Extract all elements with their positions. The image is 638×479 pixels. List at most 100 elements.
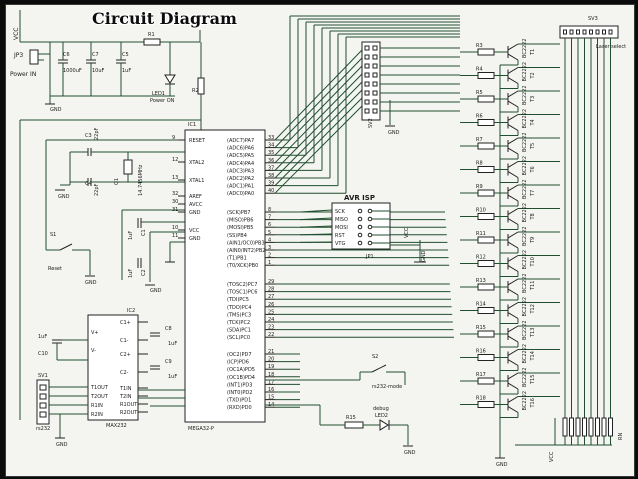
ladder-transistor-label: T10 [530, 257, 536, 267]
mcu-right-pin-label: (INT1)PD3 [227, 382, 252, 388]
mcu-right-pin-number: 8 [268, 207, 271, 213]
mcu-left-pin-label: VCC [189, 228, 200, 234]
mcu-left-pin-number: 13 [172, 175, 178, 181]
max232-right-pin-label: R1OUT [120, 402, 138, 408]
c1-label: C1 [141, 229, 147, 236]
ladder-resistor-label: R16 [476, 349, 486, 355]
s1-label: S1 [50, 232, 56, 238]
c6-label: C6 [63, 52, 70, 58]
mcu-right-pin-number: 26 [268, 302, 274, 308]
ladder-resistor-label: R12 [476, 255, 486, 261]
c3-label: C3 [85, 133, 92, 139]
mcu-right-pin-label: (SCL)PC0 [227, 335, 250, 341]
gnd-label-3: GND [150, 288, 162, 294]
vcc-label-1: VCC [13, 28, 20, 40]
ladder-resistor [477, 166, 495, 173]
led2-label: LED2 [375, 413, 388, 419]
ladder-transistor-type: BC2222 [522, 297, 528, 317]
mcu-right-pin-number: 3 [268, 245, 271, 251]
sv2-connector: SV2 GND [361, 41, 460, 136]
ladder-transistor-label: T8 [530, 213, 536, 220]
ladder-resistor-label: R10 [476, 208, 486, 214]
ladder-resistor [477, 95, 495, 103]
ladder-transistor-label: T9 [530, 237, 536, 244]
c2-label: C2 [141, 269, 147, 276]
c7-value: 10uF [92, 68, 105, 74]
ladder-transistor-type: BC2222 [522, 179, 528, 199]
ladder-resistor-label: R11 [476, 231, 486, 237]
mcu-left-pin-label: GND [189, 236, 201, 242]
ladder-transistor-label: T15 [530, 375, 536, 385]
ladder-transistor-label: T2 [530, 72, 536, 79]
sv2-label: SV2 [368, 118, 374, 128]
gnd-label-2: GND [58, 194, 70, 200]
ladder-transistor-type: BC2222 [522, 132, 528, 152]
isp-title: AVR ISP [344, 194, 375, 202]
ladder-transistor-label: T13 [530, 328, 536, 338]
sv1-connector: SV1 rs232 GND [36, 373, 185, 448]
ladder-resistor-label: R5 [476, 90, 483, 96]
mcu-right-pin-label: (ADC1)PA1 [227, 184, 254, 190]
mcu-right-pin-label: (TCK)PC2 [227, 320, 250, 326]
max232-right-pin-label: T2IN [119, 394, 132, 400]
max232-right-pin-label: C2+ [120, 352, 131, 358]
isp-pin-label: RST [335, 233, 346, 239]
ladder-resistor-label: R13 [476, 278, 486, 284]
mcu-right-pin-label: (ADC3)PA3 [227, 168, 254, 174]
c3-value: 22pF [94, 127, 100, 140]
mcu-right-pin-label: (RXD)PD0 [227, 405, 252, 411]
ladder-resistor [477, 213, 495, 220]
laser-select-label: Laser select [596, 44, 626, 50]
max232-right-pin-label: C1+ [120, 320, 131, 326]
ladder-transistor-label: T12 [530, 304, 536, 314]
rn-element [601, 417, 607, 437]
power-on-label: Power ON [150, 98, 175, 104]
ladder-resistor [477, 142, 495, 150]
mcu-right-pin-label: (T0/XCK)PB0 [227, 263, 258, 269]
rn-element [588, 417, 594, 437]
mcu-right-pin-label: (TOSC2)PC7 [227, 282, 257, 288]
c8-label: C8 [165, 326, 172, 332]
isp-pin-label: MOSI [335, 225, 348, 231]
ladder-transistor-label: T14 [530, 351, 536, 361]
isp-pin-label: VTG [335, 241, 345, 247]
ladder-resistor [477, 119, 495, 126]
sv2-body [361, 41, 381, 121]
jp3-label: JP3 [13, 52, 23, 59]
mcu-right-pin-number: 15 [268, 395, 274, 401]
isp-ref: JP1 [365, 254, 374, 260]
mcu-right-pin-label: (ADC6)PA6 [227, 146, 254, 152]
rn-element [575, 417, 581, 437]
mcu-right-pin-label: (OC1A)PD5 [227, 367, 255, 373]
mcu-right-pin-label: (SCK)PB7 [227, 210, 250, 216]
isp-pin-label: MISO [335, 217, 348, 223]
sv1-name: rs232 [36, 426, 50, 432]
ladder-resistor [477, 260, 495, 267]
mcu-left-pin-label: XTAL1 [189, 178, 204, 184]
gnd-label-9: GND [496, 462, 508, 468]
mcu-right-pin-number: 1 [268, 260, 271, 266]
ladder-resistor [477, 354, 495, 361]
ladder-resistor-label: R9 [476, 184, 483, 190]
mcu-right-pin-number: 25 [268, 309, 274, 315]
diagram-title: Circuit Diagram [92, 9, 237, 28]
mcu-right-pin-number: 20 [268, 357, 274, 363]
s2-label: S2 [372, 354, 378, 360]
ladder-transistor-type: BC2222 [522, 367, 528, 387]
rn-element [608, 417, 613, 437]
mcu-right-pin-label: (AIN1/OC0)PB3 [227, 240, 265, 246]
max232-body [87, 314, 139, 421]
mcu-right-pin-number: 33 [268, 135, 274, 141]
c10-label: C10 [38, 351, 48, 357]
laser-driver-ladder: R3T1BC2222R4T2BC2222R5T3BC2222R6T4BC2222… [460, 38, 560, 440]
mcu-right-pin-number: 18 [268, 372, 274, 378]
gnd-label-1: GND [50, 107, 62, 113]
mcu-left-pin-label: AVCC [189, 202, 203, 208]
mcu-right-pin-label: (TDI)PC5 [227, 297, 249, 303]
ladder-transistor-type: BC2222 [522, 320, 528, 340]
mcu-right-pin-number: 36 [268, 158, 274, 164]
ladder-transistor-type: BC2222 [522, 109, 528, 129]
mcu-right-pin-number: 7 [268, 215, 271, 221]
